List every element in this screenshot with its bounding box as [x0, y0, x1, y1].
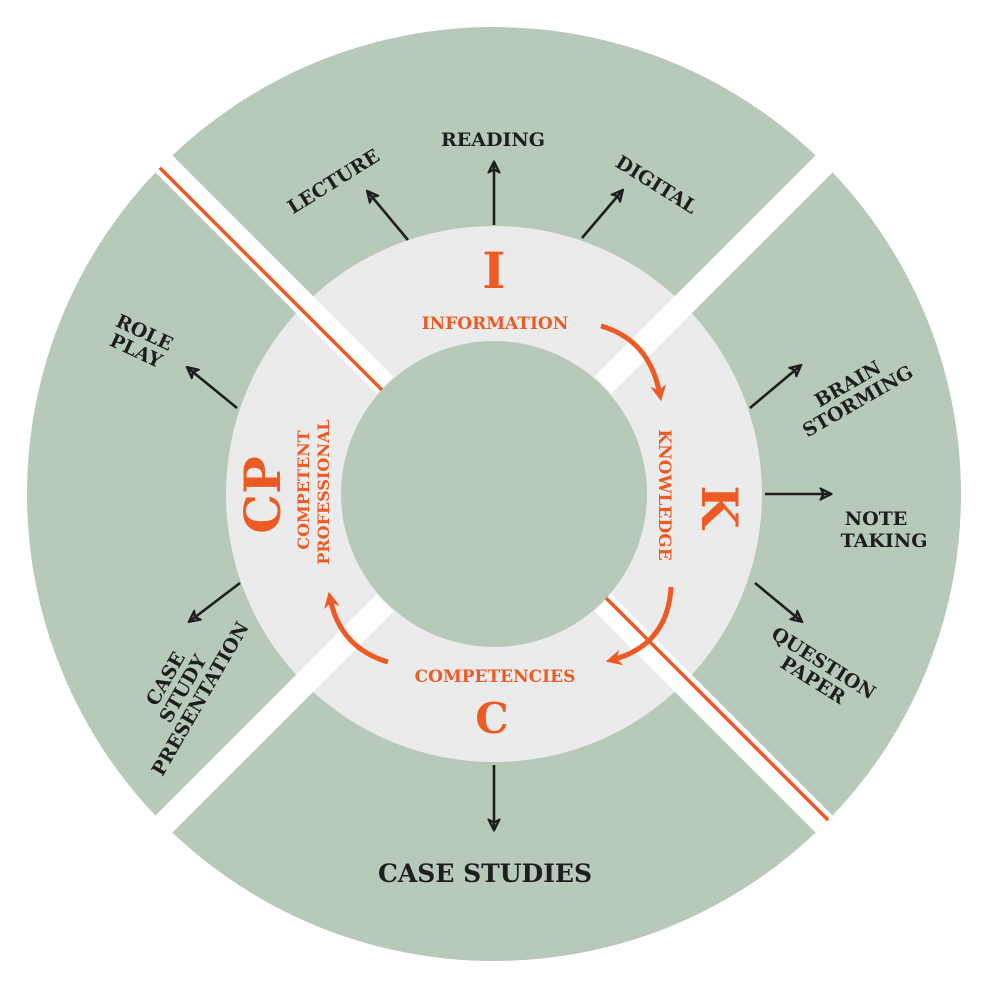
divider-sw [141, 594, 394, 847]
arrow-lecture [368, 192, 409, 241]
label-knowledge: KNOWLEDGE [654, 429, 674, 560]
letter-competencies: C [475, 694, 508, 743]
label-reading: READING [441, 129, 545, 151]
center-circle [341, 341, 647, 647]
label-professional-line2: PROFESSIONAL [314, 419, 333, 564]
label-competencies: COMPETENCIES [415, 667, 576, 687]
letter-knowledge: K [690, 485, 749, 530]
divider-nw [141, 141, 394, 394]
arrow-case-study-presentation [190, 581, 241, 621]
label-professional-line1: COMPETENT [294, 430, 313, 549]
divider-nw-accent [157, 165, 384, 392]
arrow-competencies-to-professional [324, 591, 389, 665]
arrow-knowledge-to-competencies [605, 586, 674, 666]
divider-ne [594, 141, 847, 394]
label-note-taking-line2: TAKING [841, 530, 928, 552]
method-arrows [188, 163, 830, 829]
arrow-role-play [188, 368, 238, 410]
letter-professional: CP [233, 456, 292, 533]
arrow-brainstorming [749, 366, 800, 409]
arrow-digital [581, 191, 622, 239]
label-information: INFORMATION [422, 314, 569, 334]
label-note-taking-line1: NOTE [845, 508, 908, 530]
letter-information: I [482, 241, 505, 300]
divider-se [594, 594, 847, 847]
divider-se-accent [604, 596, 835, 827]
label-case-studies: CASE STUDIES [378, 859, 592, 888]
quadrant-dividers [141, 141, 847, 847]
arrow-info-to-knowledge [600, 323, 667, 402]
cycle-arrows [324, 323, 674, 666]
arrow-question-paper [754, 581, 801, 621]
